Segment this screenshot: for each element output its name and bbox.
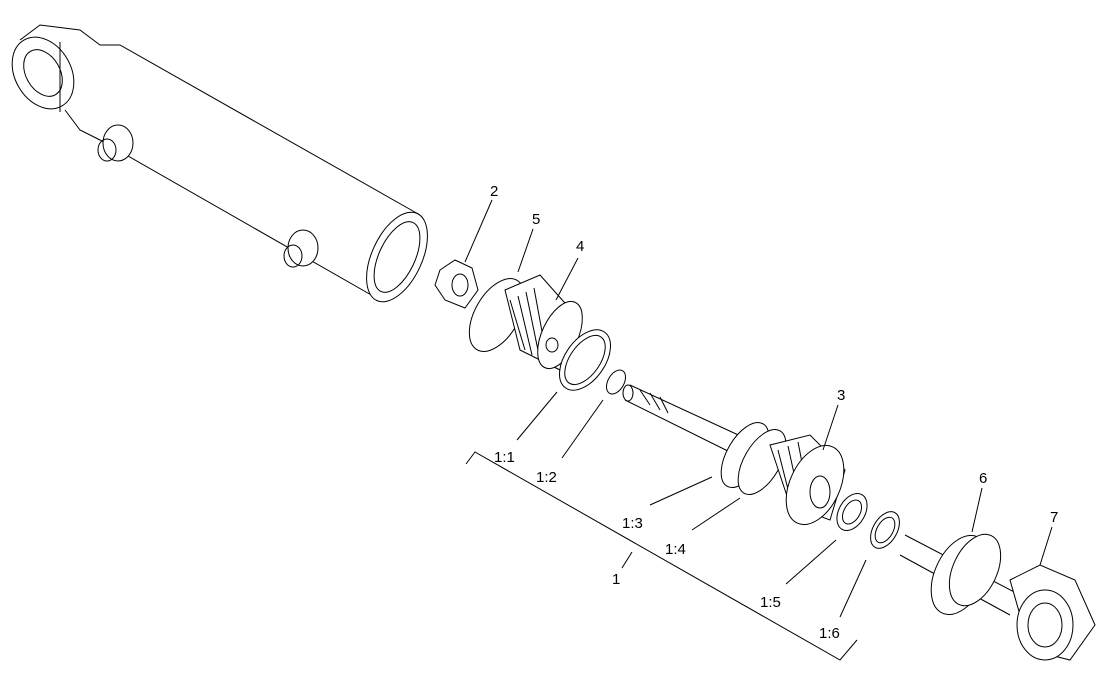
seal-part-1-1 xyxy=(559,329,611,391)
assembly-bracket xyxy=(465,451,858,661)
callout-1-1: 1:1 xyxy=(494,449,515,466)
seal-part-1-6 xyxy=(870,511,900,549)
callout-5: 5 xyxy=(532,211,540,228)
piston-part-3 xyxy=(769,434,846,526)
callout-4: 4 xyxy=(576,238,584,255)
callout-7: 7 xyxy=(1050,509,1058,526)
callout-1: 1 xyxy=(612,571,620,588)
nut-part-2 xyxy=(434,259,479,309)
callout-1-3: 1:3 xyxy=(622,515,643,532)
leader-lines xyxy=(464,199,1053,618)
callout-1-4: 1:4 xyxy=(665,541,686,558)
seal-part-1-5 xyxy=(836,493,868,531)
cylinder-barrel xyxy=(11,24,428,303)
o-ring-part-1-2 xyxy=(606,369,626,395)
callout-1-5: 1:5 xyxy=(760,594,781,611)
gland-part-6 xyxy=(930,533,1002,616)
callout-2: 2 xyxy=(490,183,498,200)
callout-3: 3 xyxy=(837,387,845,404)
callout-6: 6 xyxy=(979,470,987,487)
callout-1-6: 1:6 xyxy=(819,625,840,642)
callout-1-2: 1:2 xyxy=(536,469,557,486)
rod-eye-part-7 xyxy=(1009,564,1096,661)
